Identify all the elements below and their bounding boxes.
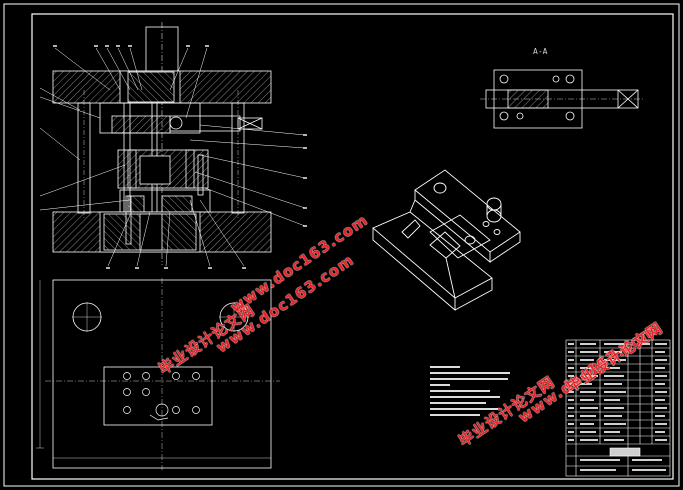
isometric-view	[372, 169, 521, 311]
outer-frame	[3, 3, 680, 487]
plan-view	[36, 278, 280, 470]
title-block-text	[568, 343, 667, 471]
section-label-a-a: A-A	[533, 47, 548, 56]
technical-notes	[430, 366, 510, 416]
section-a-a-view	[480, 69, 645, 129]
assembly-section-view	[39, 22, 307, 269]
inner-frame	[31, 13, 674, 480]
title-block	[565, 339, 671, 477]
